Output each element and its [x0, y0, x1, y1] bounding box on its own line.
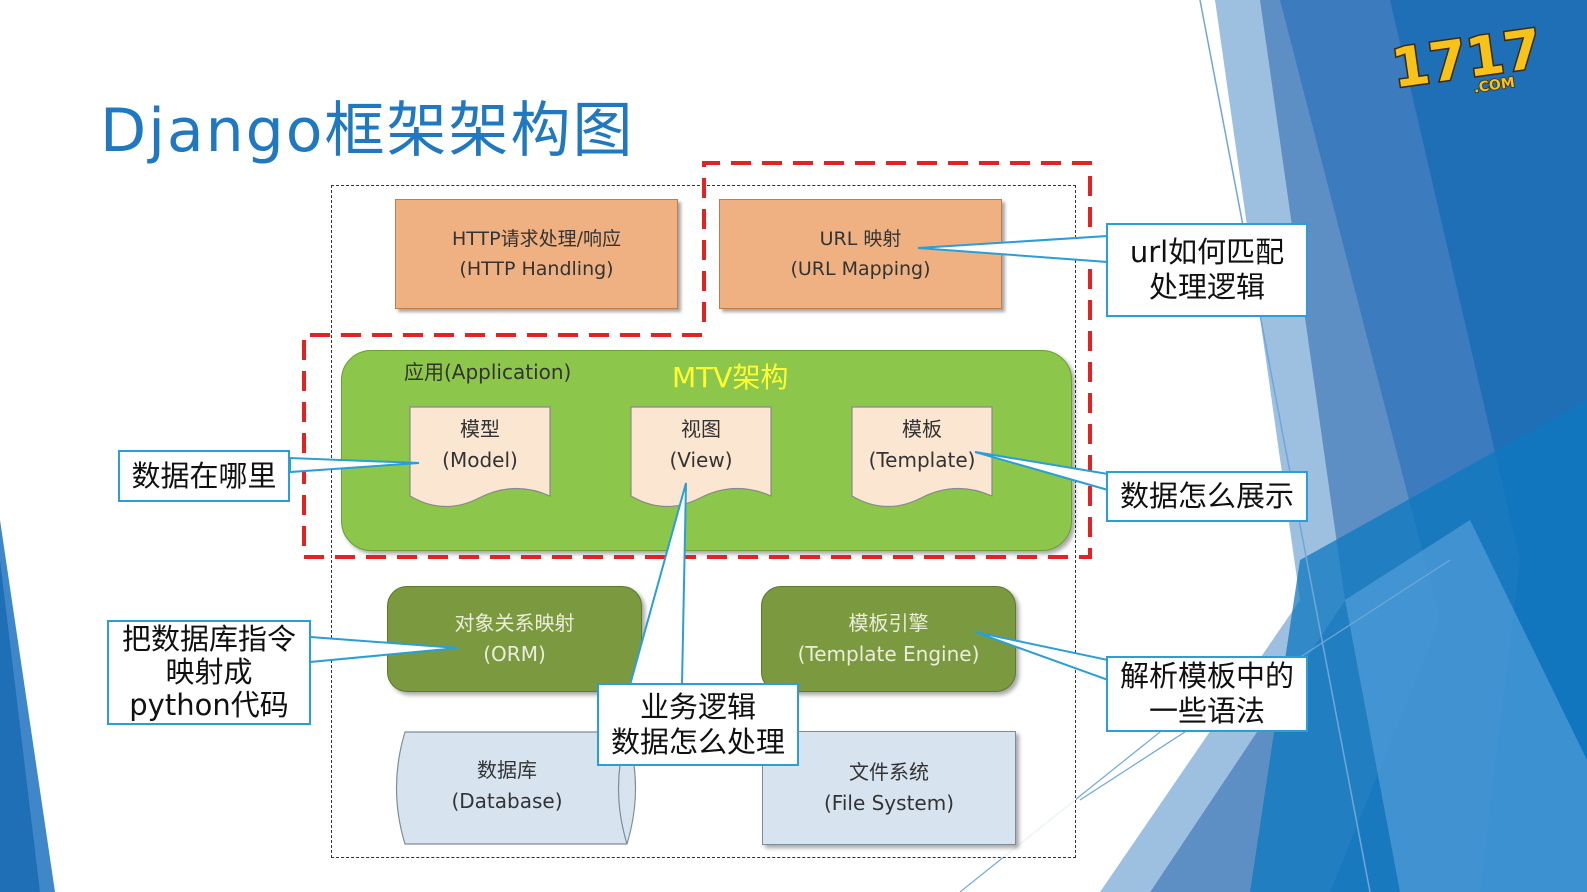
callout-business-logic: 业务逻辑 数据怎么处理: [597, 683, 799, 766]
template-subtitle: (Template): [868, 448, 976, 472]
logo-subtext: .COM: [1473, 75, 1516, 97]
view-document: 视图 (View): [630, 406, 772, 511]
callout-url-line1: url如何匹配: [1129, 235, 1285, 269]
callout-data-location: 数据在哪里: [118, 450, 290, 502]
database-title: 数据库: [477, 758, 537, 782]
model-subtitle: (Model): [442, 448, 518, 472]
database-subtitle: (Database): [451, 789, 563, 813]
view-subtitle: (View): [669, 448, 733, 472]
file-system-subtitle: (File System): [823, 791, 954, 815]
template-title: 模板: [902, 417, 942, 441]
callout-engine-line1: 解析模板中的: [1119, 659, 1294, 693]
template-engine-box: 模板引擎 (Template Engine): [761, 586, 1016, 692]
callout-orm-mapping: 把数据库指令 映射成 python代码: [107, 620, 311, 725]
template-engine-subtitle: (Template Engine): [797, 642, 980, 666]
callout-template-syntax: 解析模板中的 一些语法: [1106, 656, 1308, 732]
file-system-title: 文件系统: [849, 760, 929, 784]
callout-view-line2: 数据怎么处理: [610, 724, 785, 759]
view-title: 视图: [681, 417, 721, 441]
orm-subtitle: (ORM): [483, 642, 546, 666]
orm-title: 对象关系映射: [454, 611, 575, 635]
callout-url-line2: 处理逻辑: [1148, 270, 1265, 304]
mtv-label: MTV架构: [672, 361, 789, 394]
callout-data-display: 数据怎么展示: [1106, 471, 1308, 522]
url-mapping-subtitle: (URL Mapping): [790, 258, 931, 280]
template-engine-title: 模板引擎: [848, 611, 929, 635]
callout-url-matching: url如何匹配 处理逻辑: [1106, 223, 1308, 317]
orm-box: 对象关系映射 (ORM): [387, 586, 642, 692]
callout-orm-line2: 映射成: [165, 655, 253, 689]
model-title: 模型: [460, 417, 500, 441]
url-mapping-box: URL 映射 (URL Mapping): [719, 199, 1002, 309]
url-mapping-title: URL 映射: [819, 228, 902, 250]
callout-orm-line3: python代码: [129, 688, 289, 722]
http-handling-subtitle: (HTTP Handling): [459, 258, 614, 280]
callout-orm-line1: 把数据库指令: [121, 622, 296, 656]
callout-view-line1: 业务逻辑: [639, 689, 756, 724]
page-title: Django框架架构图: [100, 96, 635, 166]
template-document: 模板 (Template): [851, 406, 993, 511]
callout-model-line1: 数据在哪里: [131, 458, 277, 493]
callout-engine-line2: 一些语法: [1148, 694, 1265, 728]
database-cylinder: 数据库 (Database): [387, 731, 645, 845]
model-document: 模型 (Model): [409, 406, 551, 511]
http-handling-box: HTTP请求处理/响应 (HTTP Handling): [395, 199, 678, 309]
file-system-box: 文件系统 (File System): [762, 731, 1016, 845]
http-handling-title: HTTP请求处理/响应: [451, 228, 622, 250]
brand-logo: 17173 .COM: [1386, 10, 1584, 102]
callout-template-line1: 数据怎么展示: [1119, 479, 1294, 513]
application-label: 应用(Application): [404, 360, 572, 384]
